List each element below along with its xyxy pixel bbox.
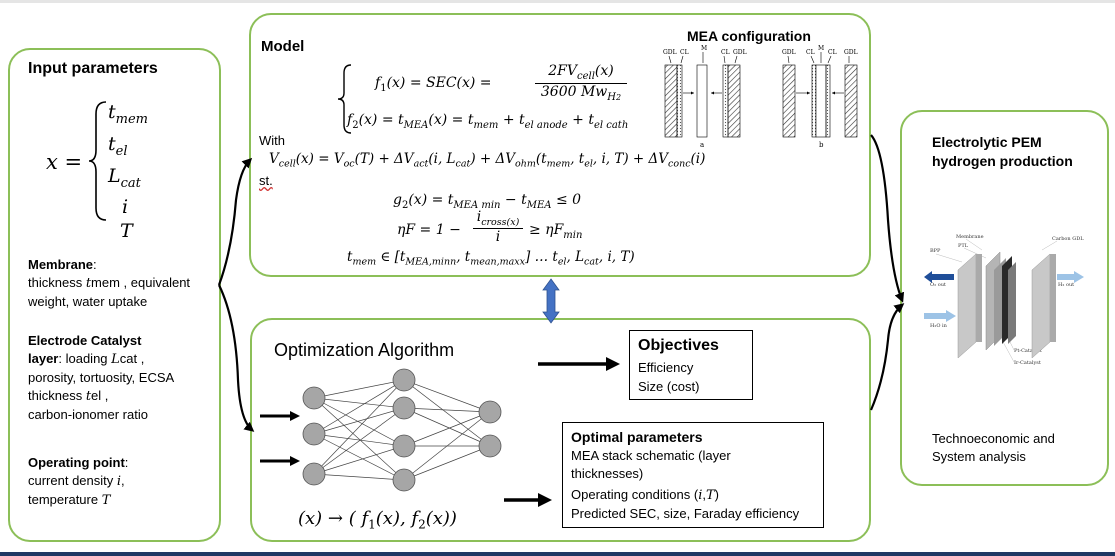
x-vector-components: tmem tel Lcat i T <box>108 100 148 243</box>
vector-i: i <box>122 196 129 219</box>
pem-output-panel: Electrolytic PEM hydrogen production Mem… <box>900 110 1109 486</box>
svg-text:Pt-Catalyst: Pt-Catalyst <box>1014 348 1042 354</box>
svg-text:H₂O in: H₂O in <box>930 323 948 329</box>
eta-constraint-rhs: ≥ ηFmin <box>529 222 583 241</box>
bottom-border <box>0 552 1115 556</box>
optimal-title: Optimal parameters <box>571 429 703 445</box>
x-vector-lhs: x = <box>46 150 83 174</box>
svg-text:H₂ out: H₂ out <box>1058 282 1074 288</box>
vcell-equation: Vcell(x) = Voc(T) + ΔVact(i, Lcat) + ΔVo… <box>269 151 706 170</box>
catalyst-title: Electrode Catalyst <box>28 333 142 348</box>
eta-fraction: icross(x) i <box>473 209 523 245</box>
neural-network-diagram <box>260 368 502 492</box>
objective-size: Size (cost) <box>638 379 700 394</box>
membrane-title: Membrane <box>28 257 94 272</box>
g2-constraint: g2(x) = tMEA min − tMEA ≤ 0 <box>393 192 582 211</box>
svg-text:b: b <box>819 141 824 149</box>
f1-fraction: 2FVcell(x) 3600 MwH2 <box>535 63 627 103</box>
svg-text:GDL: GDL <box>844 49 858 56</box>
vector-lcat: Lcat <box>108 164 141 191</box>
stack-plates <box>957 251 1056 359</box>
optimization-title: Optimization Algorithm <box>274 340 455 360</box>
mea-config-b: GDL CL M CL GDL b <box>782 45 858 149</box>
svg-text:O₂ out: O₂ out <box>930 282 946 288</box>
top-border <box>0 0 1115 3</box>
operating-point-section: Operating point: current density i, temp… <box>28 455 129 508</box>
svg-text:a: a <box>700 141 704 149</box>
arrow-input-to-model <box>217 157 253 286</box>
optimization-panel: Optimization Algorithm (x) → ( f1(x), f2… <box>250 318 871 542</box>
svg-text:PTL: PTL <box>958 243 969 249</box>
arrow-optimization-to-output <box>869 303 905 411</box>
input-arrows <box>260 411 300 466</box>
model-panel: Model f1(x) = SEC(x) = 2FVcell(x) 3600 M… <box>249 13 871 277</box>
svg-text:M: M <box>701 45 707 52</box>
svg-text:GDL: GDL <box>782 49 796 56</box>
optimal-line-1: MEA stack schematic (layer <box>571 448 731 463</box>
left-brace <box>88 101 107 221</box>
optimal-line-4: Predicted SEC, size, Faraday efficiency <box>571 506 800 521</box>
mea-config-title: MEA configuration <box>687 28 811 44</box>
st-label: st. <box>259 173 273 188</box>
svg-text:M: M <box>818 45 824 52</box>
arrow-model-to-output <box>870 134 905 303</box>
f1-equation: f1(x) = SEC(x) = <box>375 75 492 94</box>
svg-text:CL: CL <box>828 49 837 56</box>
objectives-title: Objectives <box>638 337 719 354</box>
svg-text:CL: CL <box>721 49 730 56</box>
objectives-box: Objectives Efficiency Size (cost) <box>629 330 753 400</box>
model-optimization-link <box>542 278 560 324</box>
svg-text:CL: CL <box>806 49 815 56</box>
svg-text:BPP: BPP <box>930 248 941 254</box>
tmem-bounds: tmem ∈ [tMEA,minn, tmean,maxx] … tel, Lc… <box>347 249 635 268</box>
pem-stack-image: Membrane PTL Carbon GDL BPP O₂ out H₂ ou… <box>924 234 1084 366</box>
with-label: With <box>259 133 285 148</box>
arrow-input-to-optimization <box>218 284 255 432</box>
svg-text:GDL: GDL <box>663 49 677 56</box>
f2-equation: f2(x) = tMEA(x) = tmem + tel anode + tel… <box>347 112 629 131</box>
system-brace <box>337 64 352 134</box>
model-title: Model <box>261 38 305 55</box>
input-parameters-panel: Input parameters x = tmem tel Lcat i T M… <box>8 48 221 542</box>
catalyst-section: Electrode Catalyst layer: loading Lcat ,… <box>28 333 175 422</box>
operating-title: Operating point <box>28 455 125 470</box>
svg-text:GDL: GDL <box>733 49 747 56</box>
output-footer: Technoeconomic and System analysis <box>932 431 1055 464</box>
network-nodes <box>302 368 502 492</box>
flow-arrows <box>924 271 1084 322</box>
optimal-line-2: thicknesses) <box>571 466 644 481</box>
network-connections <box>313 379 491 481</box>
eta-constraint-lhs: ηF = 1 − <box>397 222 461 238</box>
svg-text:Membrane: Membrane <box>956 234 984 240</box>
mea-config-a: GDL CL M CL GDL a <box>663 45 747 149</box>
optimization-mapping: (x) → ( f1(x), f2(x)) <box>298 508 457 532</box>
svg-text:Ir-Catalyst: Ir-Catalyst <box>1014 360 1041 366</box>
vector-tel: tel <box>108 132 128 159</box>
mea-configuration-image: GDL CL M CL GDL a GDL CL M CL <box>663 45 858 149</box>
vector-T: T <box>120 220 133 243</box>
svg-text:Carbon GDL: Carbon GDL <box>1052 236 1084 242</box>
objective-efficiency: Efficiency <box>638 360 694 375</box>
membrane-section: Membrane: thickness tmem , equivalent we… <box>28 257 191 309</box>
output-title: Electrolytic PEM hydrogen production <box>932 134 1073 169</box>
input-panel-title: Input parameters <box>28 60 158 77</box>
optimal-parameters-box: Optimal parameters MEA stack schematic (… <box>562 422 824 528</box>
vector-tmem: tmem <box>108 101 148 127</box>
optimal-line-3: Operating conditions (i,T) <box>571 487 719 503</box>
svg-text:CL: CL <box>680 49 689 56</box>
